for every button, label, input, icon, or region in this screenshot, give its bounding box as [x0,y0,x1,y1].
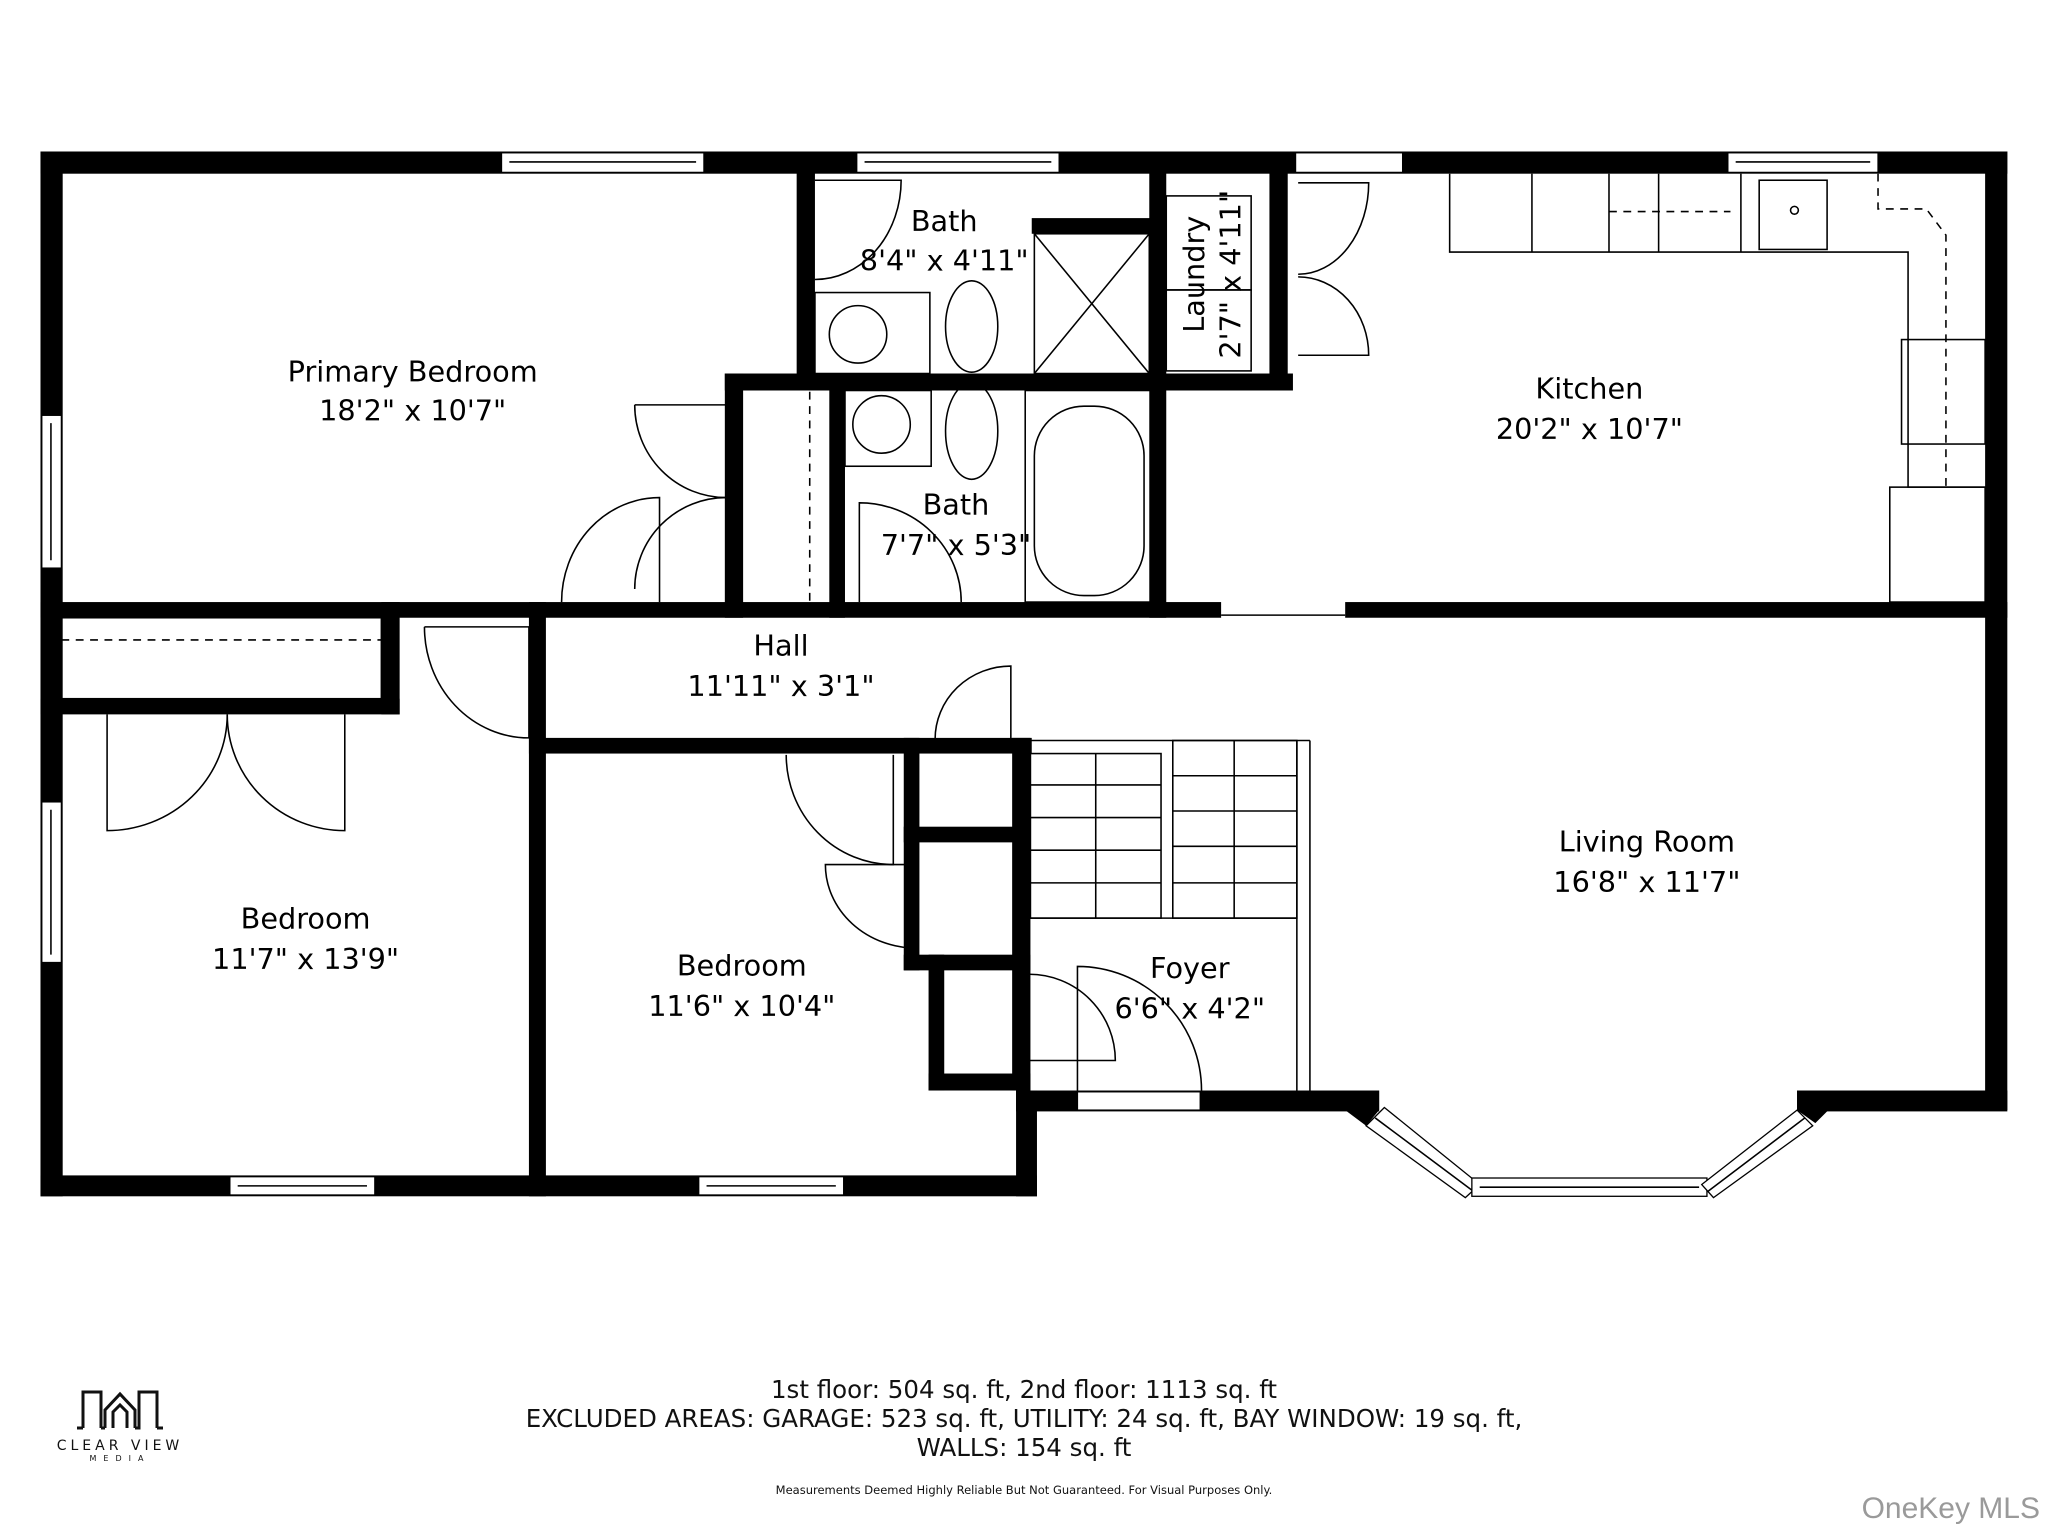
room-name-bath-1: Bath [911,204,978,238]
floor-areas: 1st floor: 504 sq. ft, 2nd floor: 1113 s… [770,1375,1278,1404]
doors [106,179,1370,1091]
room-dims-living-room: 16'8" x 11'7" [1553,865,1740,899]
interior-walls [40,151,2008,1197]
area-summary: 1st floor: 504 sq. ft, 2nd floor: 1113 s… [0,1375,2048,1462]
room-name-bedroom-1: Bedroom [241,902,371,936]
room-dims-bath-1: 8'4" x 4'11" [860,243,1029,277]
excluded-areas: EXCLUDED AREAS: GARAGE: 523 sq. ft, UTIL… [525,1404,1523,1433]
room-name-living-room: Living Room [1559,825,1735,859]
room-name-kitchen: Kitchen [1535,371,1643,405]
windows [41,152,1879,1199]
room-dims-hall: 11'11" x 3'1" [687,669,874,703]
room-name-bath-2: Bath [923,488,990,522]
room-name-foyer: Foyer [1150,951,1230,985]
room-labels: Primary Bedroom 18'2" x 10'7" Bath 8'4" … [212,190,1740,1026]
house-outline-icon [77,1390,163,1430]
room-dims-primary-bedroom: 18'2" x 10'7" [319,394,506,428]
room-name-laundry: Laundry [1177,216,1211,333]
room-dims-foyer: 6'6" x 4'2" [1114,992,1265,1026]
fixtures [60,173,1986,1091]
disclaimer: Measurements Deemed Highly Reliable But … [775,1483,1273,1497]
clear-view-media-logo: CLEAR VIEW MEDIA [45,1388,195,1463]
room-name-hall: Hall [753,629,808,663]
room-name-primary-bedroom: Primary Bedroom [288,354,538,388]
room-dims-bedroom-2: 11'6" x 10'4" [648,989,835,1023]
mls-watermark: OneKey MLS [1861,1492,2040,1525]
room-dims-bath-2: 7'7" x 5'3" [881,528,1032,562]
room-dims-kitchen: 20'2" x 10'7" [1496,412,1683,446]
logo-sub-text: MEDIA [89,1454,151,1463]
walls-area: WALLS: 154 sq. ft [916,1433,1132,1462]
room-dims-laundry: 2'7" x 4'11" [1214,190,1248,359]
logo-brand-text: CLEAR VIEW [56,1438,184,1454]
room-dims-bedroom-1: 11'7" x 13'9" [212,942,399,976]
room-name-bedroom-2: Bedroom [677,949,807,983]
